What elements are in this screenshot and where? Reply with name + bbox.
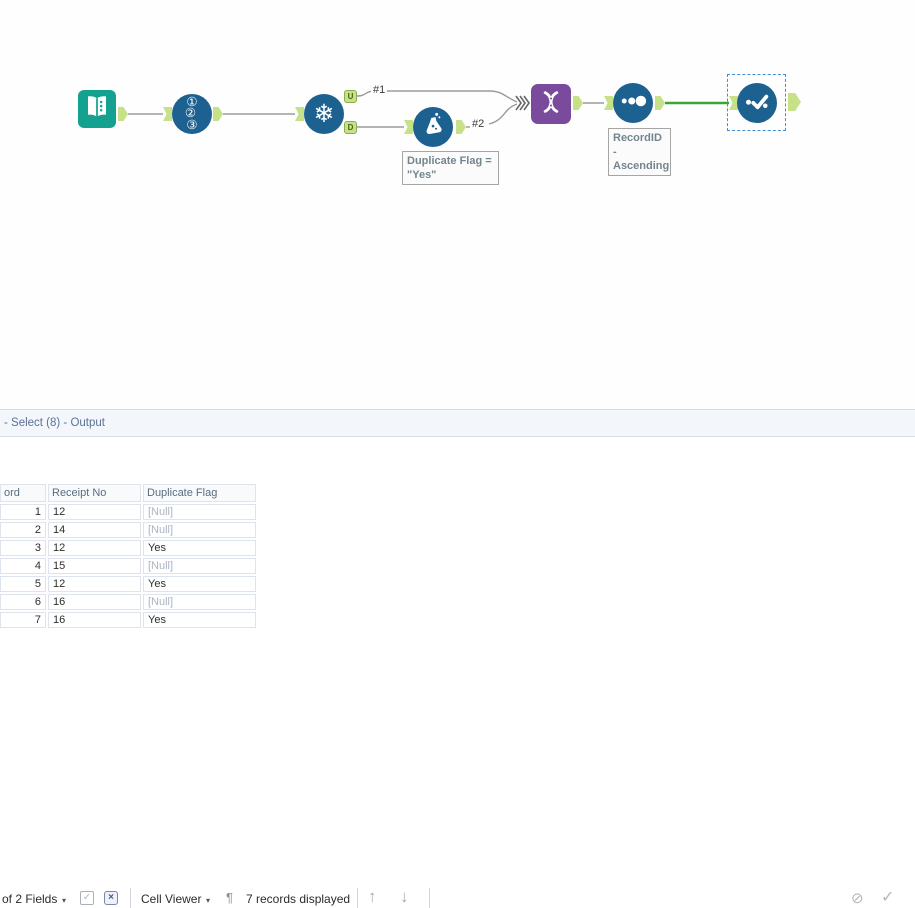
duplicate-flag-cell[interactable]: [Null] [143,558,256,574]
dna-helix-icon [537,88,565,121]
record-cell[interactable]: 4 [0,558,46,574]
unique-output-u-anchor[interactable]: U [344,90,357,103]
unique-output-d-anchor[interactable]: D [344,121,357,134]
column-header[interactable]: Duplicate Flag [143,484,256,502]
connection-label-1[interactable]: #1 [371,84,388,96]
apply-check-icon[interactable]: ✓ [881,889,895,906]
results-panel-title: - Select (8) - Output [4,417,105,429]
recordid-input-anchor[interactable] [163,107,172,121]
snowflake-icon: ❄ [313,99,335,128]
receipt-no-cell[interactable]: 12 [48,504,141,520]
paragraph-mark-icon[interactable]: ¶ [226,890,233,905]
recordid-tool[interactable]: ① ② ③ [172,94,212,134]
receipt-no-cell[interactable]: 12 [48,540,141,556]
select-all-checkbox-icon[interactable]: ✓ [80,891,94,905]
duplicate-flag-cell[interactable]: Yes [143,612,256,628]
record-cell[interactable]: 3 [0,540,46,556]
receipt-no-cell[interactable]: 16 [48,594,141,610]
formula-input-anchor[interactable] [404,120,413,134]
circled-one-glyph: ① [186,94,198,109]
formula-annotation-line1: Duplicate Flag = [407,155,492,167]
connection-formula-union[interactable] [488,103,518,125]
record-cell[interactable]: 7 [0,612,46,628]
circled-two-glyph: ② [184,106,197,121]
sort-tool[interactable] [613,83,653,123]
records-displayed-label: 7 records displayed [246,892,351,906]
down-arrow-icon[interactable]: ↓ [400,887,409,906]
d-anchor-label: D [347,123,354,132]
toolbar-separator [130,888,131,908]
duplicate-flag-cell[interactable]: [Null] [143,504,256,520]
up-arrow-icon[interactable]: ↑ [368,887,377,906]
workflow-canvas[interactable]: ① ② ③ ❄ U D #1 #2 Duplicate Flag = [0,0,915,409]
circled-three-glyph: ③ [186,117,198,132]
duplicate-flag-cell[interactable]: [Null] [143,522,256,538]
union-output-anchor[interactable] [573,96,583,110]
clear-selection-icon[interactable]: × [104,891,118,905]
sort-annotation-line2: Ascending [613,160,670,172]
record-cell[interactable]: 1 [0,504,46,520]
sort-input-anchor[interactable] [604,96,613,110]
receipt-no-cell[interactable]: 15 [48,558,141,574]
connection-unique-u-union[interactable] [356,90,518,103]
numbered-circles-icon: ① ② ③ [184,94,198,132]
flask-icon [420,111,447,143]
fields-caret-icon[interactable]: ▾ [62,896,67,905]
union-multi-input-marks[interactable] [515,94,531,117]
select-tool[interactable] [737,83,777,123]
results-toolbar: of 2 Fields ▾ ✓ × Cell Viewer ▾ ¶ 7 reco… [0,437,915,908]
receipt-no-cell[interactable]: 14 [48,522,141,538]
select-input-anchor[interactable] [729,96,738,110]
record-cell[interactable]: 6 [0,594,46,610]
union-tool[interactable] [531,84,571,124]
duplicate-flag-cell[interactable]: Yes [143,576,256,592]
receipt-no-cell[interactable]: 12 [48,576,141,592]
connection-wires [128,90,729,128]
cell-viewer-caret-icon[interactable]: ▾ [206,896,211,905]
dots-ascending-icon [618,86,648,121]
duplicate-flag-cell[interactable]: [Null] [143,594,256,610]
block-icon[interactable]: ⊘ [851,890,864,907]
fields-dropdown[interactable]: of 2 Fields [2,892,58,906]
results-panel-titlebar: - Select (8) - Output [0,409,915,437]
unique-tool[interactable]: ❄ [304,94,344,134]
open-book-icon [82,92,112,127]
unique-input-anchor[interactable] [295,107,304,121]
sort-output-anchor[interactable] [655,96,665,110]
dot-check-icon [742,86,772,121]
record-cell[interactable]: 5 [0,576,46,592]
receipt-no-cell[interactable]: 16 [48,612,141,628]
formula-annotation[interactable]: Duplicate Flag = "Yes" [402,151,499,185]
input-data-tool[interactable] [78,90,116,128]
sort-annotation-line1: RecordID - [613,132,662,158]
formula-tool[interactable] [413,107,453,147]
toolbar-separator [429,888,430,908]
record-cell[interactable]: 2 [0,522,46,538]
column-header[interactable]: ord [0,484,46,502]
sort-annotation[interactable]: RecordID - Ascending [608,128,671,176]
select-output-anchor[interactable] [788,93,801,111]
toolbar-separator [357,888,358,908]
formula-output-anchor[interactable] [456,120,466,134]
u-anchor-label: U [347,92,354,101]
selection-outline [727,74,786,131]
connection-label-2[interactable]: #2 [470,118,487,130]
duplicate-flag-cell[interactable]: Yes [143,540,256,556]
recordid-output-anchor[interactable] [213,107,223,121]
formula-annotation-line2: "Yes" [407,169,437,181]
input-output-anchor[interactable] [118,107,128,121]
column-header[interactable]: Receipt No [48,484,141,502]
cell-viewer-dropdown[interactable]: Cell Viewer [141,892,202,906]
